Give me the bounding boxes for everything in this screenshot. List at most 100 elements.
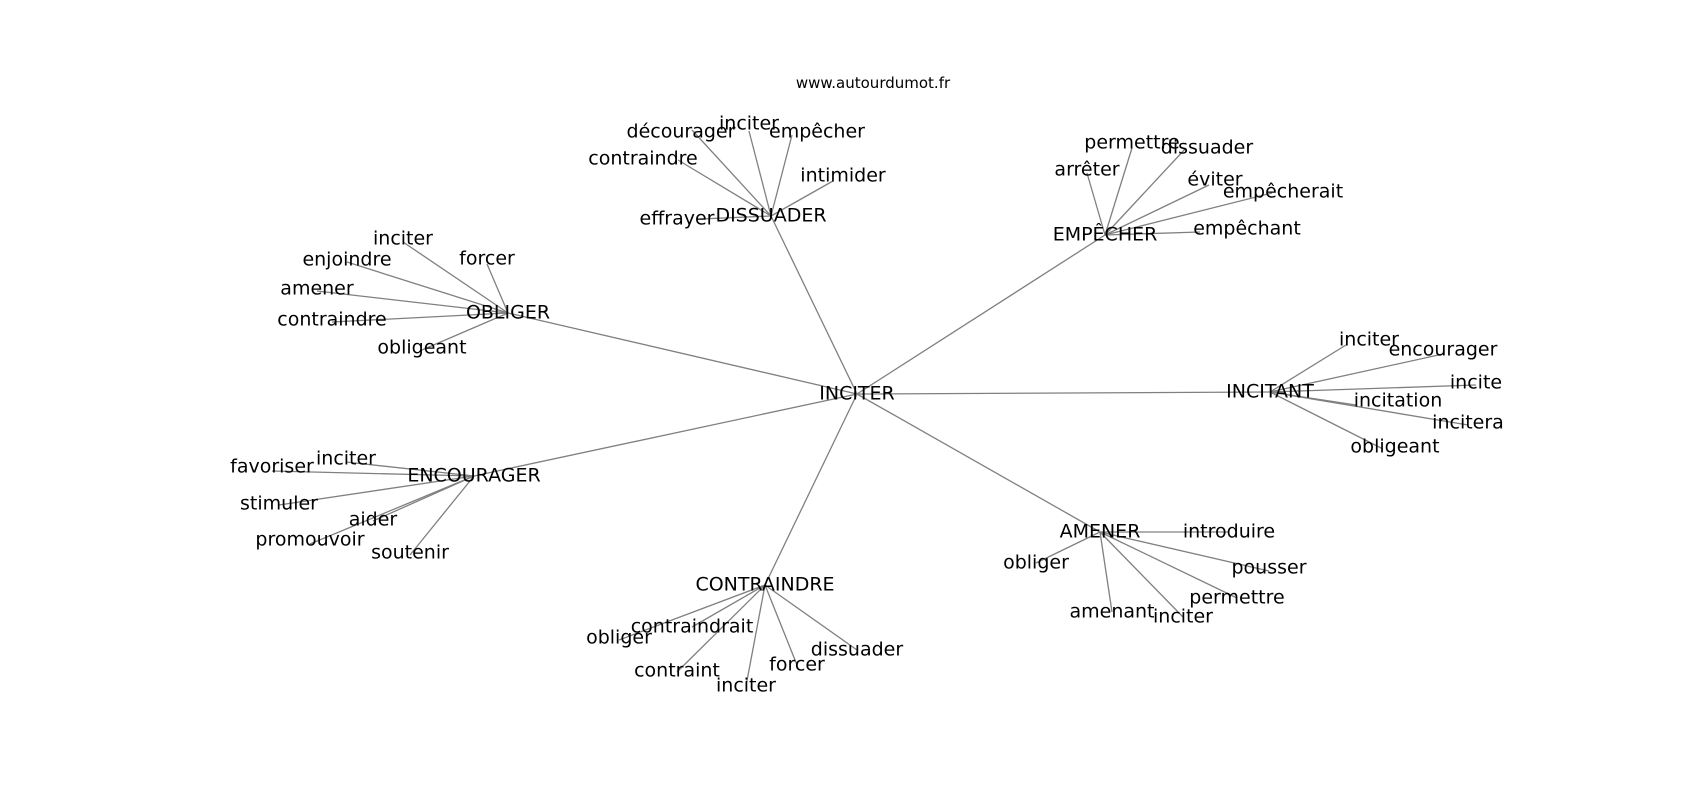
edge-contraindre-contraindrait — [691, 584, 766, 628]
center-node-label[interactable]: INCITER — [819, 383, 895, 405]
leaf-node-incitant-incite[interactable]: incite — [1450, 372, 1502, 394]
leaf-node-empecher-eviter[interactable]: éviter — [1187, 169, 1242, 191]
edge-empecher-dissuader — [1104, 147, 1187, 236]
leaf-node-amener-permettre[interactable]: permettre — [1189, 587, 1284, 609]
leaf-node-incitant-encourager[interactable]: encourager — [1389, 339, 1498, 361]
edge-incitant-incitera — [1269, 391, 1469, 426]
edge-amener-permettre — [1099, 531, 1238, 599]
leaf-node-obliger-amener[interactable]: amener — [280, 278, 354, 300]
leaf-node-encourager-inciter[interactable]: inciter — [316, 448, 376, 470]
leaf-node-empecher-dissuader[interactable]: dissuader — [1161, 137, 1254, 159]
hub-node-empecher[interactable]: EMPÊCHER — [1053, 223, 1158, 246]
leaf-node-obliger-forcer[interactable]: forcer — [459, 248, 515, 270]
site-watermark: www.autourdumot.fr — [796, 74, 951, 92]
leaf-node-encourager-stimuler[interactable]: stimuler — [240, 493, 318, 515]
edge-obliger-forcer — [486, 263, 509, 314]
edge-amener-pousser — [1099, 531, 1270, 572]
leaf-node-incitant-incitera[interactable]: incitera — [1432, 412, 1504, 434]
edge-empecher-permettre — [1104, 147, 1133, 236]
leaf-node-contraindre-forcer[interactable]: forcer — [769, 654, 825, 676]
leaf-node-amener-pousser[interactable]: pousser — [1231, 557, 1306, 579]
edge-empecher-arreter — [1086, 172, 1106, 236]
leaf-node-obliger-obligeant[interactable]: obligeant — [377, 337, 466, 359]
hub-node-encourager[interactable]: ENCOURAGER — [407, 465, 540, 487]
edge-encourager-soutenir — [409, 475, 475, 556]
leaf-node-empecher-permettre[interactable]: permettre — [1084, 132, 1179, 154]
edge-center-contraindre — [764, 393, 858, 586]
edge-center-encourager — [473, 393, 858, 477]
leaf-node-encourager-favoriser[interactable]: favoriser — [230, 456, 314, 478]
edge-amener-obliger — [1035, 531, 1101, 564]
leaf-node-contraindre-contraint[interactable]: contraint — [634, 660, 720, 682]
edge-contraindre-contraint — [676, 584, 766, 673]
leaf-node-contraindre-inciter[interactable]: inciter — [716, 675, 776, 697]
leaf-node-dissuader-decourager[interactable]: décourager — [627, 121, 736, 143]
edge-dissuader-empecher — [770, 134, 793, 217]
leaf-node-encourager-aider[interactable]: aider — [349, 509, 398, 531]
edge-encourager-stimuler — [278, 475, 475, 506]
edge-dissuader-effrayer — [699, 215, 772, 220]
edge-center-dissuader — [770, 215, 858, 395]
edge-dissuader-inciter — [748, 130, 772, 217]
edge-contraindre-obliger — [618, 584, 766, 641]
edge-encourager-favoriser — [271, 470, 475, 477]
leaf-node-dissuader-empecher[interactable]: empêcher — [769, 121, 865, 143]
edge-center-incitant — [856, 391, 1271, 395]
edge-contraindre-dissuader — [764, 584, 858, 651]
leaf-node-incitant-inciter[interactable]: inciter — [1339, 329, 1399, 351]
leaf-node-contraindre-obliger[interactable]: obliger — [586, 627, 652, 649]
leaf-node-empecher-arreter[interactable]: arrêter — [1054, 159, 1119, 181]
edge-center-amener — [856, 393, 1101, 533]
leaf-node-obliger-enjoindre[interactable]: enjoindre — [302, 249, 391, 271]
leaf-node-contraindre-dissuader[interactable]: dissuader — [811, 639, 904, 661]
leaf-node-obliger-contraindre[interactable]: contraindre — [277, 309, 386, 331]
leaf-node-dissuader-contraindre[interactable]: contraindre — [588, 148, 697, 170]
edge-amener-inciter — [1099, 531, 1184, 618]
edge-incitant-obligeant — [1269, 391, 1384, 450]
edge-dissuader-decourager — [691, 129, 772, 217]
leaf-node-dissuader-inciter[interactable]: inciter — [719, 113, 779, 135]
leaf-node-incitant-obligeant[interactable]: obligeant — [1350, 436, 1439, 458]
hub-node-contraindre[interactable]: CONTRAINDRE — [695, 574, 834, 596]
leaf-node-amener-inciter[interactable]: inciter — [1153, 606, 1213, 628]
leaf-node-empecher-empecherait[interactable]: empêcherait — [1223, 181, 1343, 203]
edge-obliger-inciter — [402, 241, 509, 314]
leaf-node-amener-obliger[interactable]: obliger — [1003, 552, 1069, 574]
leaf-node-encourager-promouvoir[interactable]: promouvoir — [255, 529, 364, 551]
edge-incitant-encourager — [1269, 353, 1444, 393]
edges — [271, 129, 1477, 687]
edge-amener-amenant — [1099, 531, 1113, 613]
edge-obliger-enjoindre — [346, 261, 509, 314]
edge-encourager-inciter — [345, 461, 475, 477]
labels: INCITERDISSUADERdécouragerinciterempêche… — [230, 113, 1504, 697]
leaf-node-empecher-empechant[interactable]: empêchant — [1193, 218, 1301, 240]
edge-dissuader-contraindre — [677, 159, 772, 217]
edge-center-obliger — [507, 312, 858, 395]
hub-node-dissuader[interactable]: DISSUADER — [715, 205, 826, 227]
hub-node-amener[interactable]: AMENER — [1060, 521, 1141, 543]
edge-obliger-contraindre — [331, 312, 509, 323]
edge-empecher-eviter — [1104, 184, 1210, 236]
hub-node-incitant[interactable]: INCITANT — [1226, 381, 1314, 403]
edge-incitant-inciter — [1269, 344, 1347, 393]
edge-encourager-promouvoir — [309, 475, 475, 545]
leaf-node-amener-amenant[interactable]: amenant — [1069, 601, 1154, 623]
leaf-node-amener-introduire[interactable]: introduire — [1183, 521, 1275, 543]
leaf-node-incitant-incitation[interactable]: incitation — [1354, 390, 1443, 412]
edge-center-empecher — [856, 234, 1106, 395]
edge-contraindre-inciter — [745, 584, 766, 687]
leaf-node-dissuader-intimider[interactable]: intimider — [800, 165, 886, 187]
edge-dissuader-intimider — [770, 180, 834, 217]
leaf-node-encourager-soutenir[interactable]: soutenir — [371, 542, 449, 564]
leaf-node-dissuader-effrayer[interactable]: effrayer — [640, 208, 715, 230]
edge-contraindre-forcer — [764, 584, 798, 666]
edge-incitant-incite — [1269, 384, 1477, 393]
edge-empecher-empecherait — [1104, 192, 1273, 236]
edge-obliger-obligeant — [421, 312, 509, 351]
edge-obliger-amener — [316, 290, 509, 314]
leaf-node-obliger-inciter[interactable]: inciter — [373, 228, 433, 250]
edge-empecher-empechant — [1104, 231, 1201, 236]
hub-node-obliger[interactable]: OBLIGER — [466, 302, 550, 324]
leaf-node-contraindre-contraindrait[interactable]: contraindrait — [631, 616, 754, 638]
